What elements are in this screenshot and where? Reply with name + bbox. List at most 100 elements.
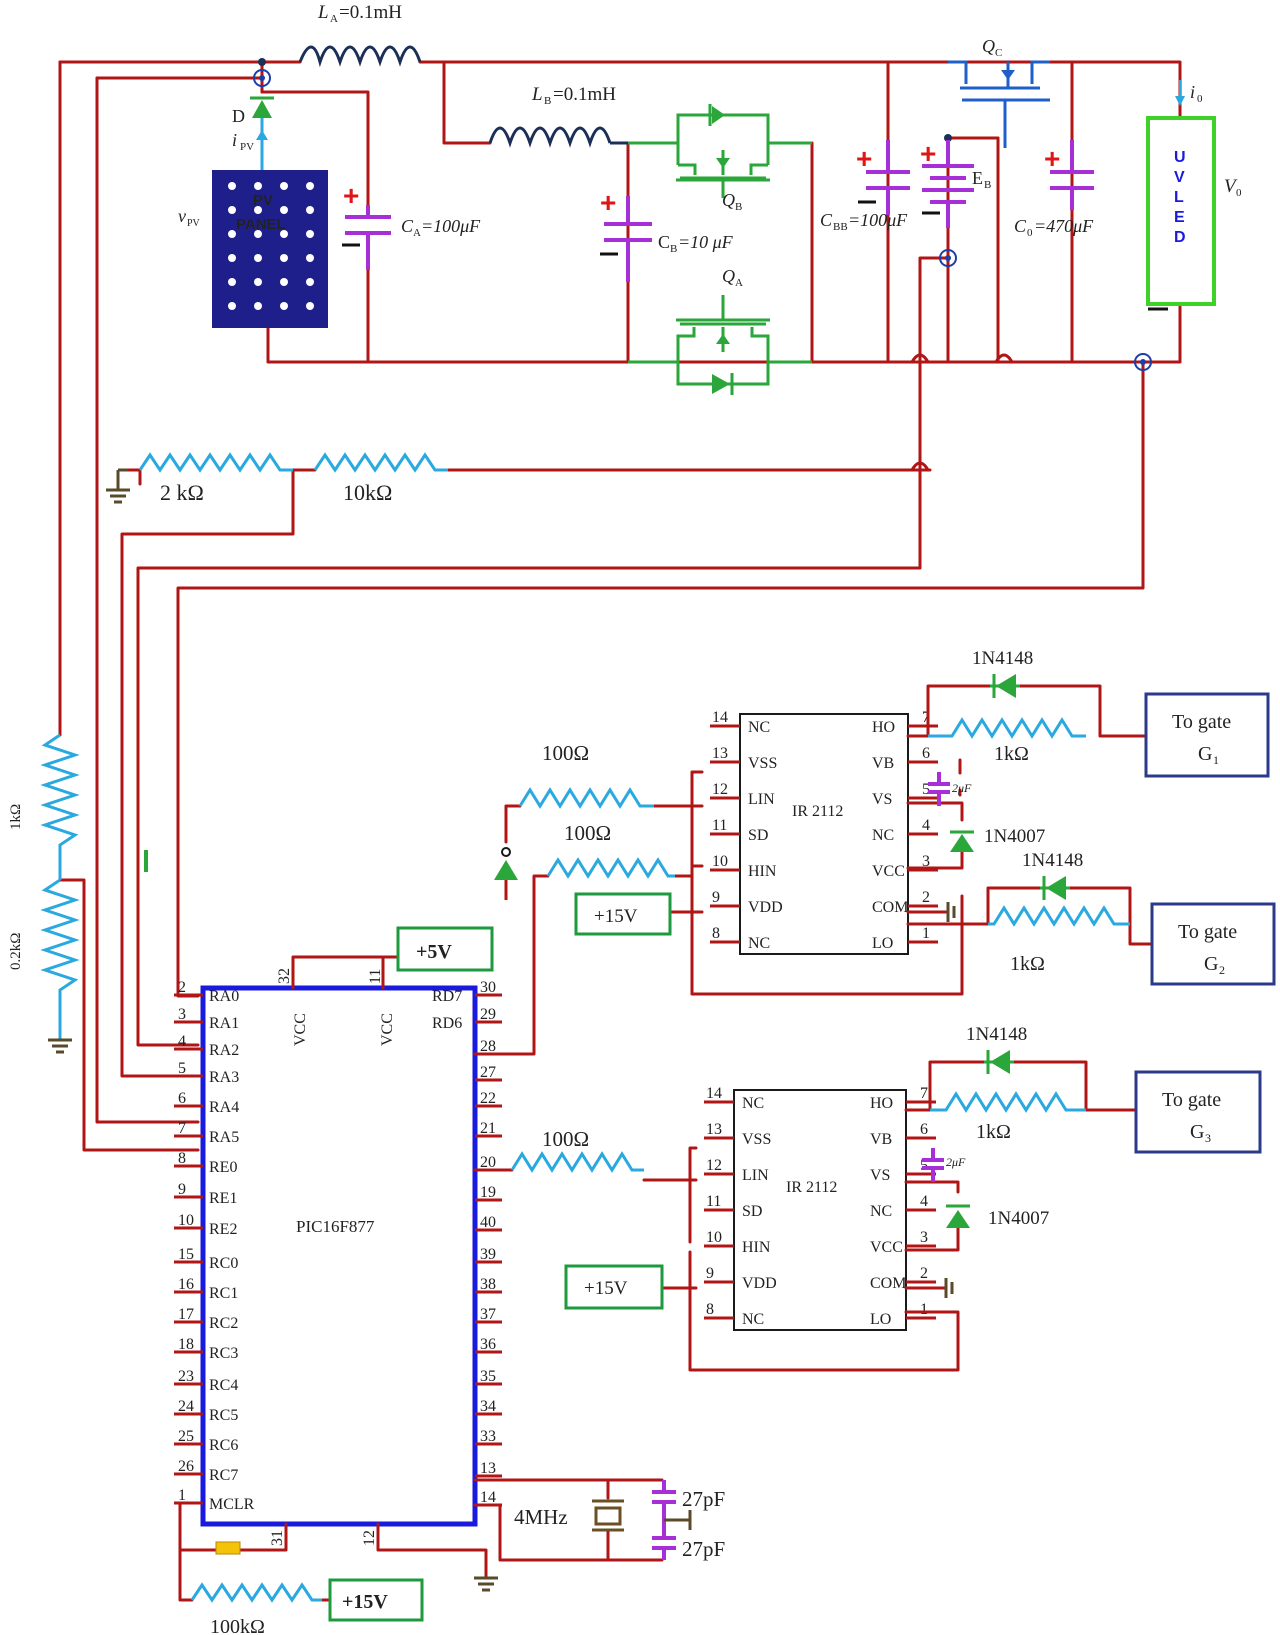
switch-qa (628, 295, 812, 395)
wire-crossovers (910, 353, 1014, 472)
driver-pin-name: VS (870, 1167, 890, 1184)
mcu-pin-number: 6 (178, 1090, 186, 1107)
resistor-1k-g2 (988, 905, 1130, 927)
mcu-pin-number: 40 (480, 1214, 496, 1231)
c0-value: =470μF (1034, 216, 1094, 236)
eb-subscript: B (984, 179, 991, 191)
mcu-pin-number: 9 (178, 1181, 186, 1198)
driver-pin-name: VB (870, 1131, 892, 1148)
i0-symbol: i (1190, 82, 1195, 102)
qc-label: Q C (982, 36, 1002, 59)
gate-g3-line1: To gate (1162, 1089, 1221, 1111)
resistor-2k-label: 2 kΩ (160, 480, 204, 505)
cap-2uf-b-label: 2μF (946, 1155, 966, 1169)
mcu-pin-number: 19 (480, 1184, 496, 1201)
mcu-pin-number: 8 (178, 1150, 186, 1167)
resistor-1k-g3-label: 1kΩ (976, 1121, 1011, 1143)
mcu-pin-number: 28 (480, 1038, 496, 1055)
driver-pin-number: 11 (706, 1193, 721, 1210)
diode-1n4148-a (990, 674, 1020, 698)
driver-pin-number: 5 (920, 1157, 928, 1174)
mcu-pin-number: 15 (178, 1246, 194, 1263)
gate-g2-line1: To gate (1178, 921, 1237, 943)
mcu-pin-number: 22 (480, 1090, 496, 1107)
mcu-pin-number: 24 (178, 1398, 194, 1415)
driver-pin-number: 1 (922, 925, 930, 942)
cb-subscript: B (670, 243, 677, 255)
mcu-pin-name: RE2 (209, 1221, 237, 1238)
driver-pin-name: LIN (742, 1167, 769, 1184)
mcu-pin-name: RC2 (209, 1315, 238, 1332)
qc-subscript: C (995, 47, 1002, 59)
mcu-pin-number: 36 (480, 1336, 496, 1353)
diode-d-label: D (232, 106, 245, 126)
pv-panel-label-1: PV (253, 192, 273, 209)
resistor-100-a-label: 100Ω (542, 741, 589, 765)
driver-pin-name: LO (872, 935, 893, 952)
resistor-1k-left (40, 733, 80, 880)
driver-pin-number: 10 (706, 1229, 722, 1246)
mcu-pin-name: RD7 (432, 988, 462, 1005)
gate-box-g3 (1134, 1070, 1262, 1154)
driver-pin-number: 8 (712, 925, 720, 942)
driver-pin-name: VSS (742, 1131, 771, 1148)
driver1-name: IR 2112 (792, 803, 843, 820)
mcu-name: PIC16F877 (296, 1217, 375, 1236)
resistor-1k-g1 (928, 717, 1086, 739)
mcu-pin31-label: 31 (269, 1530, 286, 1546)
v0-label: V 0 (1224, 176, 1242, 199)
mcu-pin-number: 18 (178, 1336, 194, 1353)
mcu-pin12-label: 12 (361, 1530, 378, 1546)
pv-panel-label-2: PANEL (236, 216, 286, 233)
driver-pin-number: 5 (922, 781, 930, 798)
mcu-pic16f877 (200, 985, 478, 1527)
driver-pin-number: 7 (920, 1085, 928, 1102)
gate-g3-line2: G 3 (1190, 1121, 1211, 1145)
driver-pin-number: 14 (706, 1085, 722, 1102)
diode-1n4148-b-label: 1N4148 (1022, 850, 1083, 871)
svg-text:+: + (600, 187, 616, 218)
ca-label: C A =100μF (401, 216, 481, 239)
uvled-letter: E (1174, 209, 1185, 226)
cbb-subscript: BB (833, 221, 848, 233)
c0-symbol: C (1014, 216, 1027, 236)
driver-pin-name: HIN (742, 1239, 771, 1256)
driver-pin-name: SD (742, 1203, 762, 1220)
la-value: =0.1mH (339, 2, 402, 23)
resistor-02k-left (40, 878, 80, 1040)
mcu-pin-number: 38 (480, 1276, 496, 1293)
driver-pin-number: 2 (922, 889, 930, 906)
driver-pin-number: 12 (706, 1157, 722, 1174)
driver-pin-number: 7 (922, 709, 930, 726)
lb-value: =0.1mH (553, 84, 616, 105)
driver-pin-name: VCC (872, 863, 905, 880)
ground-left (48, 1038, 72, 1054)
mcu-pin-name: RA1 (209, 1015, 239, 1032)
mcu-pin-number: 13 (480, 1460, 496, 1477)
driver-pin-number: 6 (920, 1121, 928, 1138)
mcu-pin-name: RC5 (209, 1407, 238, 1424)
resistor-1k-g2-label: 1kΩ (1010, 953, 1045, 975)
la-subscript: A (330, 13, 338, 25)
switch-qc (948, 60, 1050, 148)
mcu-pin-name: MCLR (209, 1496, 255, 1513)
v0-subscript: 0 (1236, 187, 1242, 199)
mcu-pin11-label: 11 (367, 969, 384, 984)
driver-pin-name: NC (742, 1311, 764, 1328)
qc-symbol: Q (982, 36, 995, 56)
qa-symbol: Q (722, 266, 735, 286)
capacitor-c0: + (1044, 140, 1094, 210)
mcu-pin-number: 4 (178, 1033, 186, 1050)
driver-pin-name: LO (870, 1311, 891, 1328)
gate-box-g1 (1144, 692, 1270, 778)
ipv-label: i PV (232, 130, 254, 153)
driver-pin-number: 2 (920, 1265, 928, 1282)
resistor-02k-left-label: 0.2kΩ (8, 933, 24, 970)
driver-pin-number: 1 (920, 1301, 928, 1318)
cb-label: C B =10 μF (658, 232, 734, 255)
driver-pin-name: LIN (748, 791, 775, 808)
gate-g3-subscript: 3 (1205, 1131, 1211, 1145)
uvled-letter: V (1174, 169, 1185, 186)
gate-g1-line1: To gate (1172, 711, 1231, 733)
driver-pin-name: COM (870, 1275, 906, 1292)
